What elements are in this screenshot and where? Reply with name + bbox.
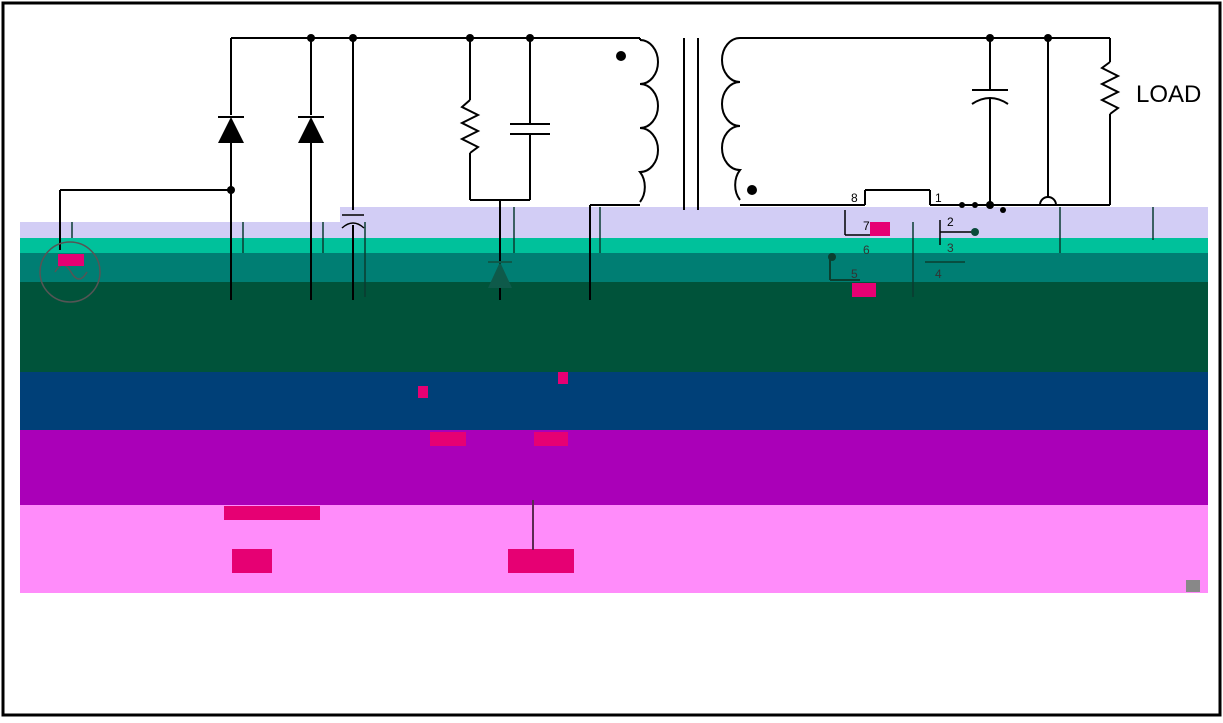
ic-pin-1: 1 [935, 191, 942, 205]
ic-pin-7: 7 [863, 219, 870, 233]
ic-pin-6: 6 [863, 243, 870, 257]
glitch-artifacts [58, 222, 1200, 592]
load-resistor: LOAD [1099, 38, 1201, 205]
ic-pin-3: 3 [947, 241, 954, 255]
primary-top-bus [231, 34, 640, 42]
diode-d3 [488, 261, 512, 288]
transformer-primary [589, 38, 659, 300]
ic-package: 8 1 2 7 6 3 5 4 [828, 189, 1110, 281]
band-pink [20, 505, 1208, 593]
band-navy [20, 372, 1208, 430]
zener-branch [341, 38, 365, 300]
ic-pin-4: 4 [935, 267, 942, 281]
ic-pin-5: 5 [851, 267, 858, 281]
polarity-dot-secondary [747, 185, 757, 195]
band-teal [20, 238, 1208, 253]
polarity-dot-primary [616, 51, 626, 61]
output-return-wire [1039, 38, 1057, 206]
diode-d1 [218, 38, 244, 300]
ac-source-circle [39, 241, 101, 303]
load-label: LOAD [1136, 81, 1201, 108]
corruption-bands [20, 207, 1208, 593]
resistor-r1 [459, 38, 530, 201]
transformer-secondary [721, 34, 1110, 206]
band-dark-green [20, 282, 1208, 386]
sine-icon [54, 264, 88, 280]
ic-pin-2: 2 [947, 215, 954, 229]
diode-d2 [298, 38, 324, 300]
band-lavender [20, 222, 1208, 238]
band-lavender-top [340, 207, 1208, 223]
capacitor-c2 [971, 38, 1009, 209]
ic-pin-8: 8 [851, 191, 858, 205]
left-branch-wire [39, 189, 231, 303]
transformer-core [683, 38, 699, 210]
band-traces [71, 207, 1154, 297]
